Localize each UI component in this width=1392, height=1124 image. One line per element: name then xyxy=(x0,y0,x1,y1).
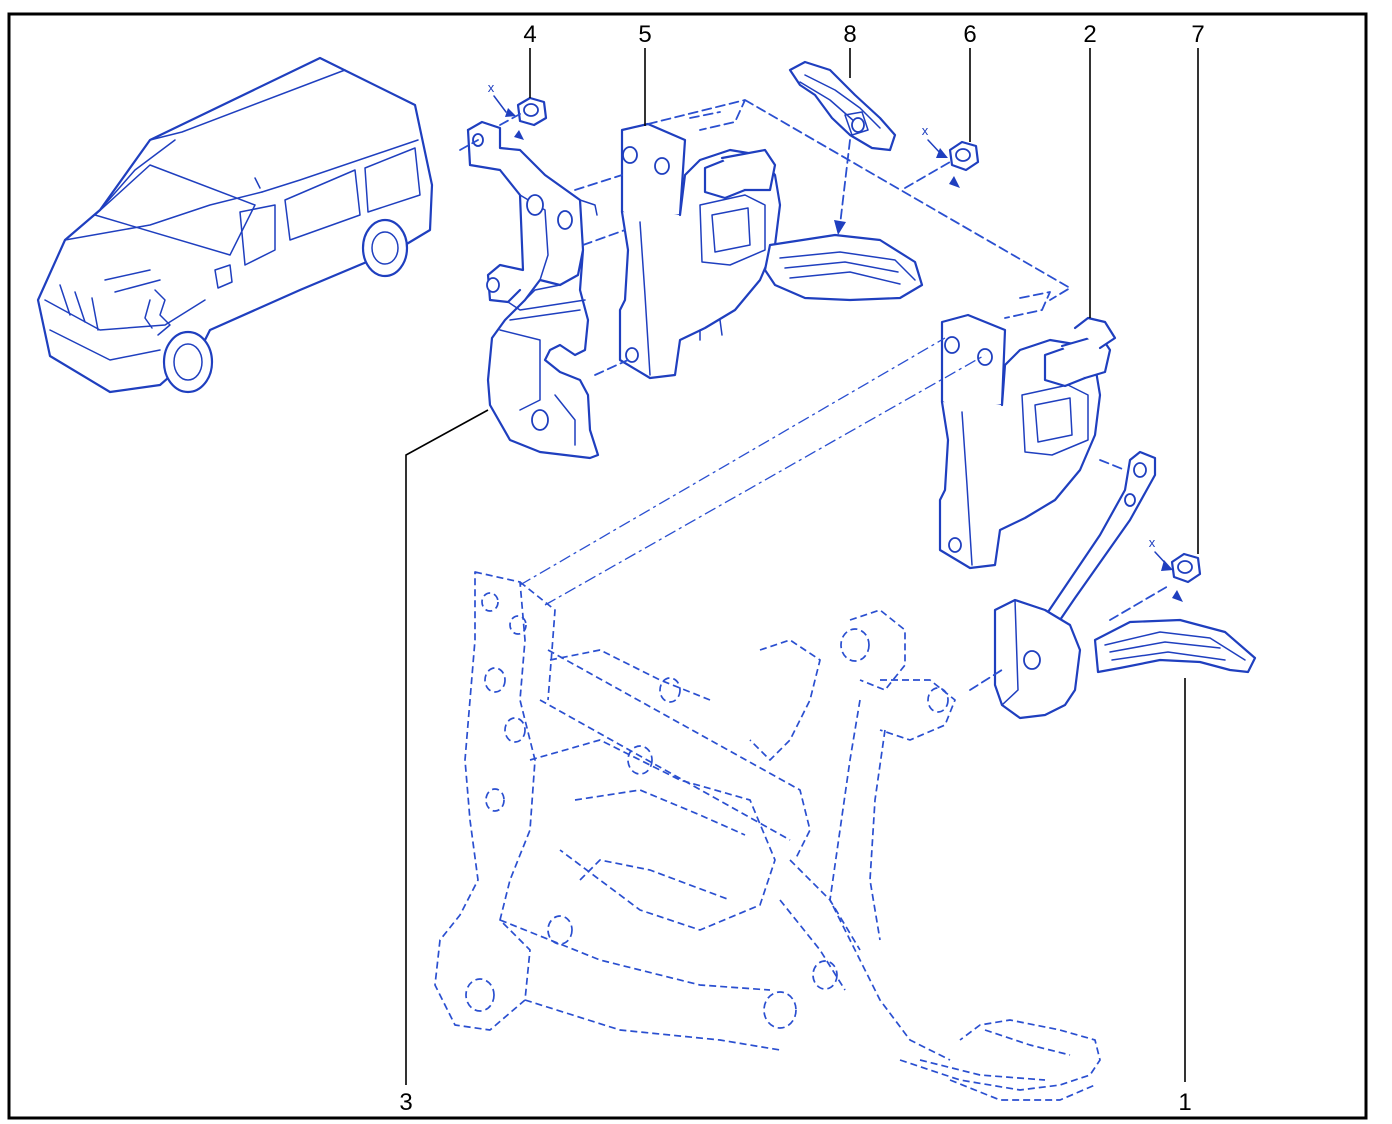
callout-3: 3 xyxy=(399,1089,412,1116)
callout-7: 7 xyxy=(1191,21,1204,48)
guide-line-5-to-bracket-b xyxy=(582,229,626,246)
callout-8: 8 xyxy=(843,21,856,48)
part-2-pedal-position-sensor xyxy=(938,313,1117,570)
guide-line-5-lower xyxy=(594,359,629,376)
callout-6: 6 xyxy=(963,21,976,48)
leader-line-3 xyxy=(405,409,489,1085)
guide-line-2-right xyxy=(1099,459,1126,471)
fixing-axis-3-left xyxy=(459,139,479,151)
part-8-pedal-pad xyxy=(788,60,897,152)
fixing-axis-6 xyxy=(904,161,951,189)
arrow-head-8 xyxy=(834,220,846,235)
diagram-frame xyxy=(7,12,1368,1120)
van-locator-illustration xyxy=(36,56,434,394)
torque-mark-x-7: x xyxy=(1149,535,1156,550)
part-7-nut xyxy=(1170,552,1202,584)
guide-line-1-to-frame xyxy=(969,667,1006,691)
arrow-head-7a xyxy=(1161,560,1173,571)
part-3-mounting-bracket xyxy=(466,120,600,460)
arrow-head-7b xyxy=(1172,590,1183,602)
torque-mark-x-6: x xyxy=(922,123,929,138)
callout-5: 5 xyxy=(638,21,651,48)
torque-mark-x-4: x xyxy=(488,80,495,95)
fixing-axis-8 xyxy=(839,139,851,226)
fixing-axis-7 xyxy=(1109,584,1171,621)
part-6-nut xyxy=(948,140,980,172)
callout-2: 2 xyxy=(1083,21,1096,48)
arrow-head-6b xyxy=(949,176,960,188)
arrow-head-4b xyxy=(514,130,524,140)
guide-line-upper-frame xyxy=(647,99,1071,301)
alignment-line-upper xyxy=(519,337,946,586)
guide-line-5-to-bracket-a xyxy=(574,174,623,191)
arrow-head-4a xyxy=(505,108,516,117)
arrow-head-6a xyxy=(936,148,948,158)
callout-4: 4 xyxy=(523,21,536,48)
callout-1: 1 xyxy=(1178,1089,1191,1116)
fixing-axis-4 xyxy=(499,113,521,126)
part-1-accelerator-pedal xyxy=(993,450,1257,720)
alignment-line-lower xyxy=(544,354,986,606)
part-4-nut xyxy=(516,96,548,127)
guide-line-5-to-nut-6 xyxy=(689,111,721,119)
guide-line-2-top xyxy=(1004,291,1051,319)
pedal-box-phantom-frame xyxy=(434,571,1101,1101)
part-5-pedal-position-sensor xyxy=(618,122,924,380)
torque-arrow-4 xyxy=(493,95,507,113)
